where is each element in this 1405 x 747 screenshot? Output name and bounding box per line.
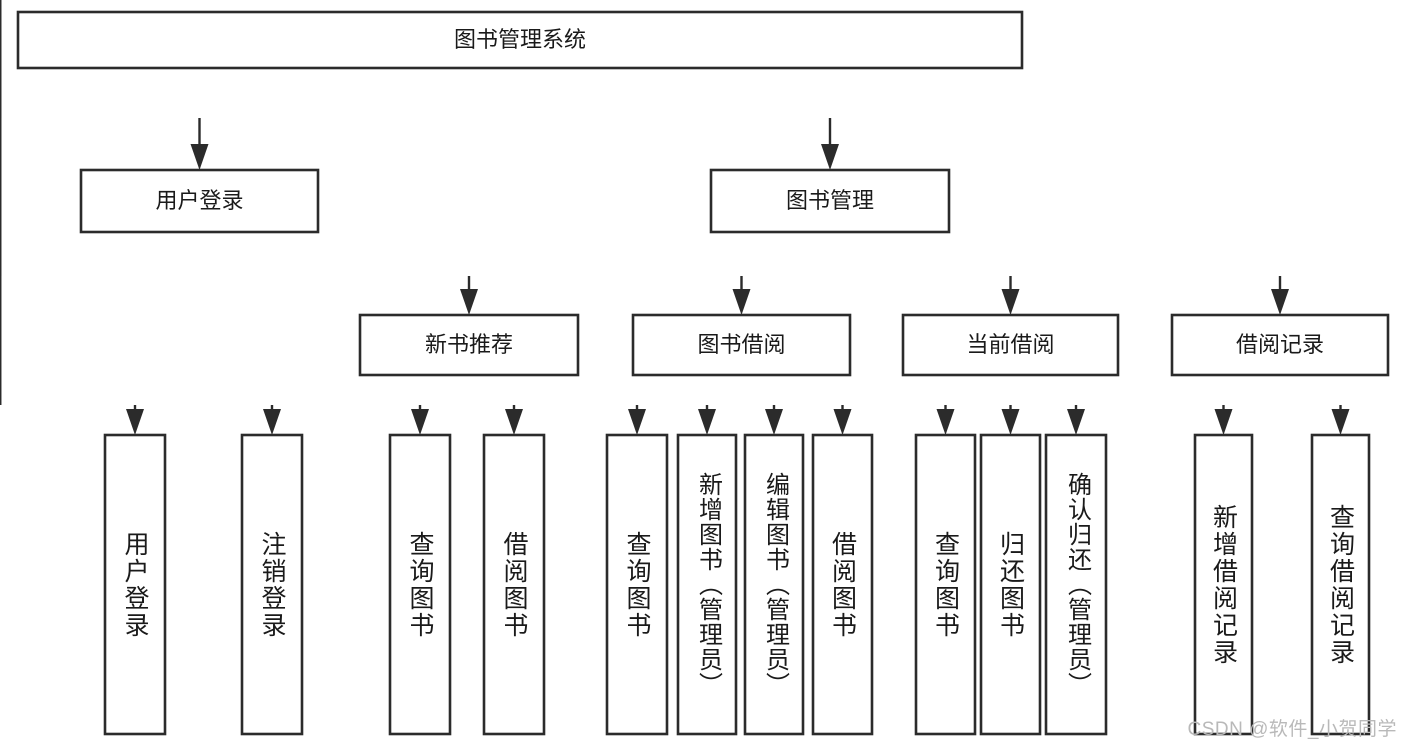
node-box [914,433,977,736]
node-box [16,10,1024,70]
node-box [811,433,874,736]
arrow-head-icon [411,409,429,435]
node-box [79,168,320,234]
node-leaf-add-book-admin[interactable] [676,433,738,736]
node-leaf-query-book-borrow[interactable] [605,433,669,736]
node-user-login[interactable]: 用户登录 [79,168,320,234]
node-box [1310,433,1371,736]
arrow-head-icon [1067,409,1085,435]
arrow-head-icon [1001,289,1020,315]
node-leaf-borrow-book[interactable] [811,433,874,736]
arrow-head-icon [1214,409,1233,435]
node-box [901,313,1120,377]
node-box [979,433,1042,736]
arrow-head-icon [833,409,852,435]
node-leaf-query-book-rec[interactable] [388,433,452,736]
node-box [482,433,546,736]
node-book-borrow[interactable]: 图书借阅 [631,313,852,377]
node-box [743,433,805,736]
node-leaf-borrow-book-rec[interactable] [482,433,546,736]
arrow-head-icon [263,409,281,435]
node-box [388,433,452,736]
node-book-manage[interactable]: 图书管理 [709,168,951,234]
node-label: 用户登录 [155,188,243,213]
node-leaf-query-book-current[interactable] [914,433,977,736]
csdn-watermark: CSDN @软件_小贺同学 [1187,719,1397,740]
arrow-head-icon [1001,409,1020,435]
arrow-head-icon [821,144,839,170]
node-root[interactable]: 图书管理系统 [16,10,1024,70]
arrow-head-icon [698,409,716,435]
connectors-layer [0,0,1350,435]
node-box [631,313,852,377]
node-box [676,433,738,736]
node-leaf-confirm-return-admin[interactable] [1044,433,1108,736]
node-label: 图书管理系统 [454,27,586,52]
arrow-head-icon [1271,289,1289,315]
arrow-head-icon [765,409,783,435]
node-leaf-user-login[interactable] [103,433,167,736]
arrow-head-icon [505,409,523,435]
node-leaf-query-borrow-record[interactable] [1310,433,1371,736]
arrow-head-icon [126,409,144,435]
node-box [709,168,951,234]
arrow-head-icon [1331,409,1350,435]
node-leaf-add-borrow-record[interactable] [1193,433,1254,736]
node-box [240,433,304,736]
node-box [1170,313,1390,377]
node-label: 图书管理 [786,188,874,213]
node-box [103,433,167,736]
arrow-head-icon [190,144,209,170]
node-box [1044,433,1108,736]
arrow-head-icon [732,289,751,315]
node-box [605,433,669,736]
node-leaf-return-book[interactable] [979,433,1042,736]
node-leaf-user-logout[interactable] [240,433,304,736]
node-label: 新书推荐 [425,332,513,357]
node-label: 当前借阅 [966,332,1054,357]
arrow-head-icon [936,409,955,435]
node-leaf-edit-book-admin[interactable] [743,433,805,736]
arrow-head-icon [460,289,478,315]
node-label: 图书借阅 [697,332,785,357]
node-borrow-record[interactable]: 借阅记录 [1170,313,1390,377]
node-label: 借阅记录 [1236,332,1324,357]
node-box [358,313,580,377]
node-new-book-recommend[interactable]: 新书推荐 [358,313,580,377]
arrow-head-icon [628,409,646,435]
node-box [1193,433,1254,736]
node-current-borrow[interactable]: 当前借阅 [901,313,1120,377]
